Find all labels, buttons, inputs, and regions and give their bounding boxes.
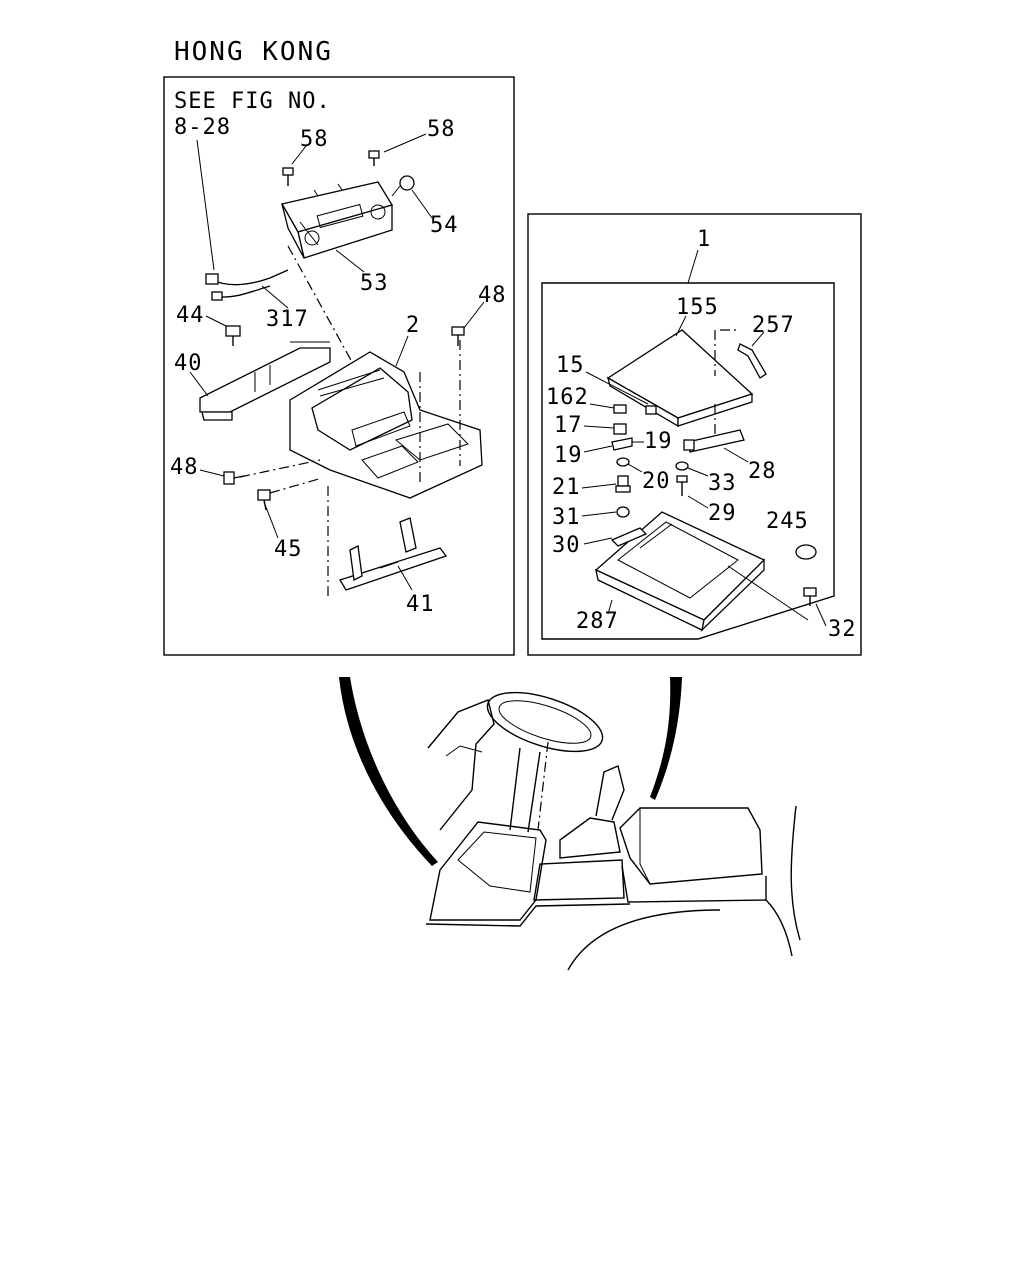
callout-155: 155 <box>676 295 719 320</box>
bolt-part-45 <box>257 489 271 511</box>
lid-part-155 <box>606 329 754 428</box>
locator-seat-back <box>790 805 801 941</box>
cap-part-245 <box>795 544 817 560</box>
right-leader-lines <box>581 315 827 627</box>
gear-shift-lever <box>595 765 625 821</box>
right-panel-frame <box>527 213 862 656</box>
centerline-bolt-48 <box>239 459 321 478</box>
see-fig-note: SEE FIG NO. <box>174 89 331 114</box>
locator-floor-line <box>425 903 631 927</box>
locator-console <box>429 821 547 921</box>
callout-30: 30 <box>552 533 581 558</box>
callout-257: 257 <box>752 313 795 338</box>
right-panel: 1 155 257 15 162 17 19 19 20 33 28 21 29… <box>527 213 862 656</box>
callout-31: 31 <box>552 505 581 530</box>
locator-arc-right <box>650 677 682 800</box>
see-fig-number: 8-28 <box>174 115 231 140</box>
locator-shifter-base <box>533 859 625 901</box>
left-panel: SEE FIG NO. 8-28 <box>163 76 515 656</box>
note-leader-line <box>196 139 215 271</box>
callout-40: 40 <box>174 351 203 376</box>
screw-part-58-right <box>368 150 380 166</box>
bolt-part-48-top <box>451 326 465 346</box>
callout-317: 317 <box>266 307 309 332</box>
callout-15: 15 <box>556 353 585 378</box>
dashboard-detail <box>445 745 483 757</box>
page-title: HONG KONG <box>174 37 333 67</box>
callout-58-right: 58 <box>427 117 456 142</box>
locator-seat-curve <box>567 909 721 971</box>
left-panel-frame <box>163 76 515 656</box>
harness-part-317 <box>205 269 289 301</box>
leader-screw-32 <box>727 565 809 621</box>
steering-centerline <box>537 741 549 831</box>
bushing-part-21 <box>615 475 631 493</box>
callout-2: 2 <box>406 313 420 338</box>
left-leader-lines <box>189 133 485 591</box>
callout-48-left: 48 <box>170 455 199 480</box>
console-part-2 <box>289 351 483 499</box>
callout-48-top: 48 <box>478 283 507 308</box>
locator-view <box>339 677 801 971</box>
callout-287: 287 <box>576 609 619 634</box>
steering-column <box>509 747 541 833</box>
locator-arc-left <box>339 677 438 866</box>
steering-wheel <box>486 691 604 753</box>
bolt-part-48-left <box>223 471 245 485</box>
clip-part-17 <box>613 423 627 435</box>
callout-44: 44 <box>176 303 205 328</box>
callout-20: 20 <box>642 469 671 494</box>
hinge-part-257 <box>737 343 767 379</box>
callout-33: 33 <box>708 471 737 496</box>
screw-part-58-left <box>282 167 294 186</box>
clip-part-19 <box>611 437 633 451</box>
centerline-radio <box>287 245 353 363</box>
dashboard-left <box>427 699 495 831</box>
screw-part-29 <box>676 475 688 496</box>
callout-245: 245 <box>766 509 809 534</box>
screw-part-32 <box>803 587 817 606</box>
locator-seat-right <box>765 899 793 957</box>
callout-32: 32 <box>828 617 857 642</box>
callout-21: 21 <box>552 475 581 500</box>
knob-part-54 <box>391 175 415 197</box>
centerline-bolt-45 <box>269 477 323 494</box>
locator-console-radio-bay <box>457 831 537 893</box>
pad-part-162 <box>613 404 627 414</box>
callout-19-left: 19 <box>554 443 583 468</box>
bracket-part-40 <box>199 341 331 421</box>
pad-part-15 <box>645 405 657 415</box>
washer-part-20 <box>616 457 630 467</box>
callout-28: 28 <box>748 459 777 484</box>
callout-54: 54 <box>430 213 459 238</box>
callout-29: 29 <box>708 501 737 526</box>
locator-armrest-base <box>621 865 767 903</box>
callout-41: 41 <box>406 592 435 617</box>
latch-part-28 <box>683 429 745 453</box>
bracket-part-30 <box>610 527 648 547</box>
armrest-assembly-frame <box>541 282 835 640</box>
nut-part-31 <box>616 506 630 518</box>
radio-unit-part-53 <box>281 181 393 259</box>
steering-wheel-inner <box>498 700 592 744</box>
washer-part-33 <box>675 461 689 471</box>
callout-53: 53 <box>360 271 389 296</box>
callout-58-left: 58 <box>300 127 329 152</box>
locator-armrest <box>619 807 763 885</box>
box-part-287 <box>594 511 766 632</box>
callout-1: 1 <box>697 227 711 252</box>
leader-callout-1 <box>687 249 699 284</box>
bracket-part-41 <box>339 517 448 591</box>
callout-162: 162 <box>546 385 589 410</box>
callout-45: 45 <box>274 537 303 562</box>
callout-17: 17 <box>554 413 583 438</box>
bolt-part-44 <box>225 325 241 346</box>
locator-armrest-edge <box>639 808 651 885</box>
gear-shift-boot <box>559 817 621 859</box>
callout-19-right: 19 <box>644 429 673 454</box>
